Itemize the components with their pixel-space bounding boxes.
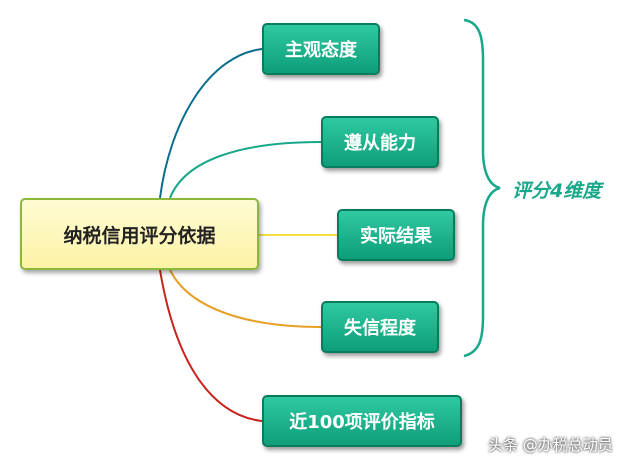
curly-brace bbox=[463, 18, 501, 358]
connector-line-indicators bbox=[159, 269, 263, 422]
node-subjective-attitude: 主观态度 bbox=[262, 23, 380, 75]
node-evaluation-indicators: 近100项评价指标 bbox=[262, 395, 462, 447]
connector-line-dishonesty bbox=[169, 269, 322, 328]
node-compliance-ability: 遵从能力 bbox=[321, 116, 439, 168]
root-node: 纳税信用评分依据 bbox=[20, 198, 259, 270]
node-dishonesty-degree: 失信程度 bbox=[321, 301, 439, 353]
connector-line-attitude bbox=[159, 48, 263, 199]
connector-line-ability bbox=[169, 141, 322, 199]
watermark: 头条 @办税总动员 bbox=[488, 436, 613, 454]
node-actual-result: 实际结果 bbox=[337, 209, 455, 261]
brace-label: 评分4维度 bbox=[512, 180, 602, 202]
